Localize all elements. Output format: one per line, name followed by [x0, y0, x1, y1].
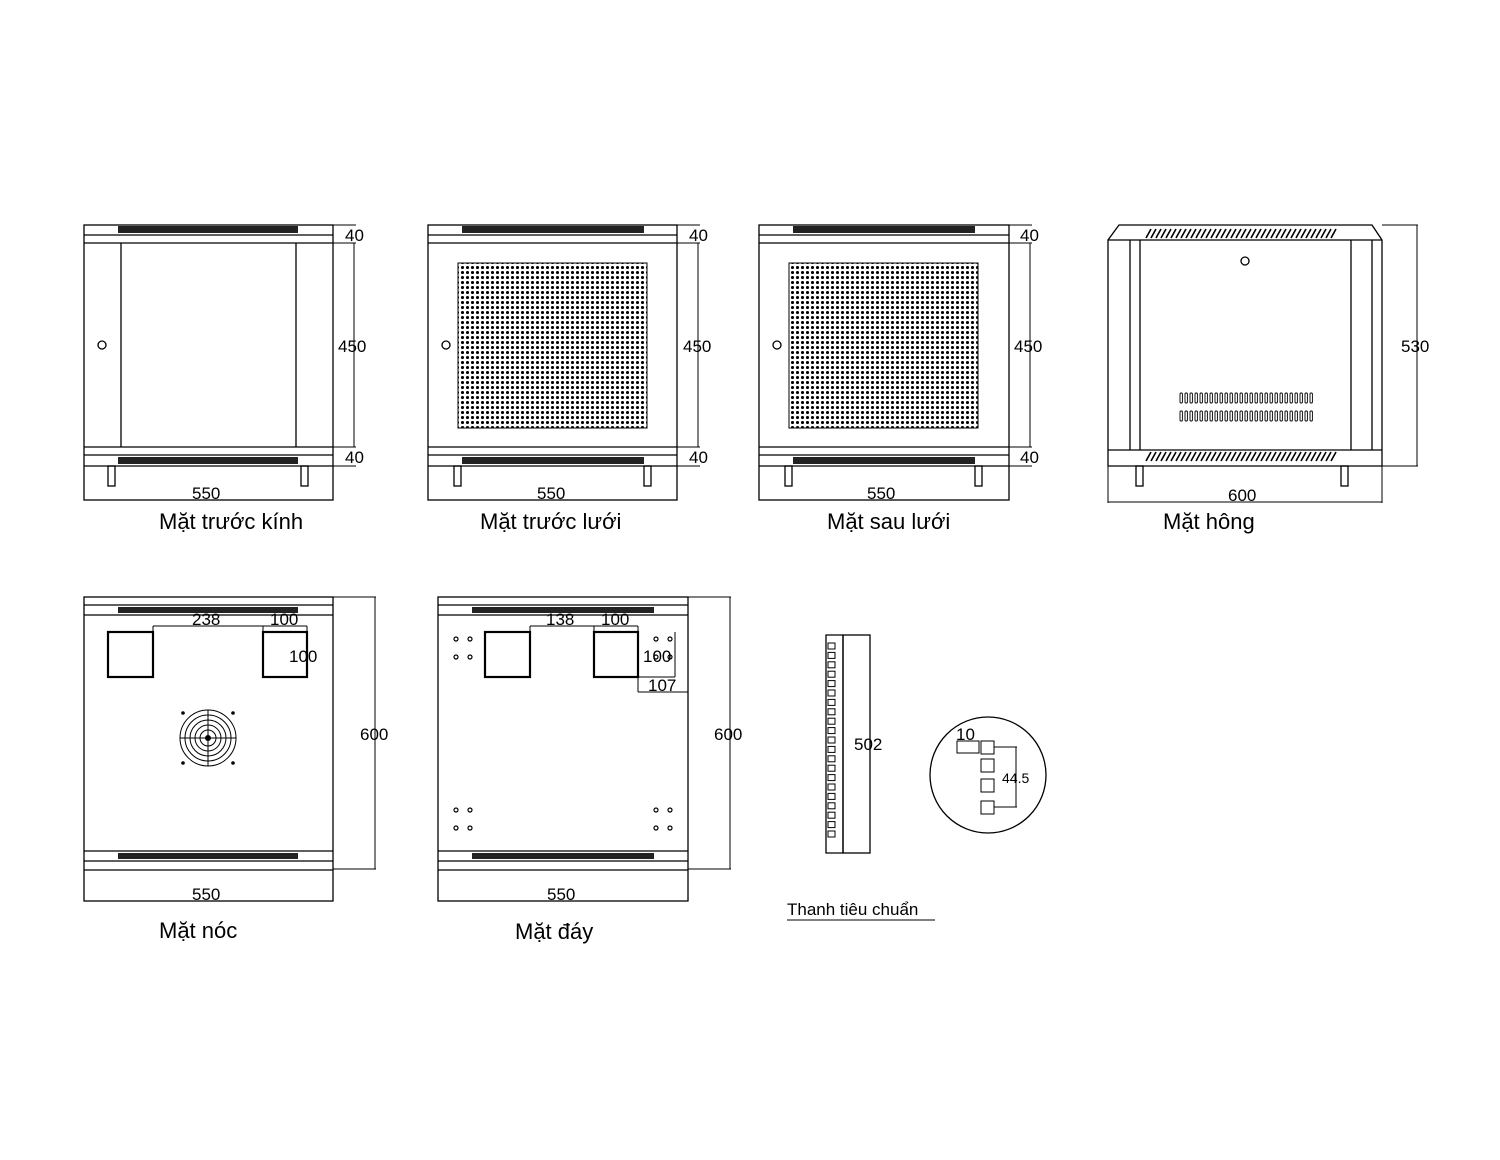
dim-depth: 600 — [714, 725, 742, 744]
bottom-vent-slots — [793, 457, 975, 464]
dim-width: 550 — [192, 885, 220, 904]
dim-bottom-rail: 40 — [1020, 448, 1039, 467]
dim-rail-length: 502 — [854, 735, 882, 754]
caster-foot — [453, 465, 462, 487]
dim-width: 550 — [867, 484, 895, 503]
dim-hole-width: 100 — [601, 610, 629, 629]
bottom-vent-slots — [472, 853, 654, 859]
door-lock-icon — [441, 340, 451, 350]
dim-bottom-rail: 40 — [345, 448, 364, 467]
dim-height: 450 — [338, 337, 366, 356]
rear-mesh-view: 40 450 40 550 Mặt sau lưới — [758, 224, 1042, 534]
dim-bottom-rail: 40 — [689, 448, 708, 467]
dim-height: 450 — [1014, 337, 1042, 356]
view-caption: Mặt nóc — [159, 918, 237, 943]
top-vent-slots — [793, 226, 975, 233]
bottom-vent-slots — [462, 457, 644, 464]
dim-unit: 44.5 — [1002, 770, 1029, 786]
cable-entry-hole — [592, 630, 640, 679]
dim-width: 550 — [192, 484, 220, 503]
side-view: 530 600 Mặt hông — [1107, 224, 1429, 534]
caster-foot — [107, 465, 116, 487]
dim-depth: 600 — [360, 725, 388, 744]
dim-hole-height: 100 — [643, 647, 671, 666]
caster-foot — [1135, 465, 1144, 487]
perforated-mesh-panel — [788, 262, 979, 429]
bottom-vent-slots — [118, 457, 298, 464]
dim-hole-height: 100 — [289, 647, 317, 666]
rail-detail-circle: 10 44.5 — [929, 716, 1047, 834]
dim-height: 530 — [1401, 337, 1429, 356]
dim-offset: 138 — [546, 610, 574, 629]
standard-rail-view: 502 10 44.5 Thanh tiêu chuẩn — [787, 634, 1047, 921]
view-caption: Mặt đáy — [515, 919, 593, 944]
cable-entry-hole — [483, 630, 532, 679]
top-vent-slots — [472, 607, 654, 613]
dim-edge-offset: 107 — [648, 676, 676, 695]
view-caption: Mặt trước lưới — [480, 509, 621, 534]
dim-top-rail: 40 — [345, 226, 364, 245]
front-mesh-view: 40 450 40 550 Mặt trước lưới — [427, 224, 711, 534]
dim-hole-width: 100 — [270, 610, 298, 629]
top-vent-slots — [118, 607, 298, 613]
dim-width: 550 — [547, 885, 575, 904]
caster-foot — [1340, 465, 1349, 487]
dim-top-rail: 40 — [1020, 226, 1039, 245]
view-caption: Mặt trước kính — [159, 509, 303, 534]
fan-icon — [179, 709, 237, 767]
cable-entry-hole — [106, 630, 155, 679]
perforated-mesh-panel — [457, 262, 648, 429]
top-vent-louvers — [1145, 228, 1337, 239]
front-glass-view: 40 450 40 550 Mặt trước kính — [83, 224, 366, 534]
bottom-vent-louvers — [1145, 451, 1337, 462]
mounting-holes — [453, 636, 673, 831]
dim-width: 600 — [1228, 486, 1256, 505]
door-lock-icon — [772, 340, 782, 350]
rail-square-holes — [827, 642, 836, 838]
top-vent-slots — [462, 226, 644, 233]
top-vent-slots — [118, 226, 298, 233]
door-lock-icon — [97, 340, 107, 350]
lock-hole-icon — [1240, 256, 1250, 266]
view-caption: Mặt hông — [1163, 509, 1255, 534]
dim-offset: 238 — [192, 610, 220, 629]
caster-foot — [974, 465, 983, 487]
dim-width: 550 — [537, 484, 565, 503]
dim-top-rail: 40 — [689, 226, 708, 245]
caster-foot — [784, 465, 793, 487]
dim-pitch: 10 — [956, 725, 975, 744]
caster-foot — [643, 465, 652, 487]
rail-caption: Thanh tiêu chuẩn — [787, 900, 918, 919]
caster-foot — [300, 465, 309, 487]
view-caption: Mặt sau lưới — [827, 509, 950, 534]
dim-height: 450 — [683, 337, 711, 356]
top-view: 238 100 100 600 550 Mặt nóc — [83, 596, 388, 943]
middle-vent-slots — [1179, 392, 1313, 422]
bottom-view: 138 100 100 107 600 550 Mặt đáy — [437, 596, 742, 944]
bottom-vent-slots — [118, 853, 298, 859]
